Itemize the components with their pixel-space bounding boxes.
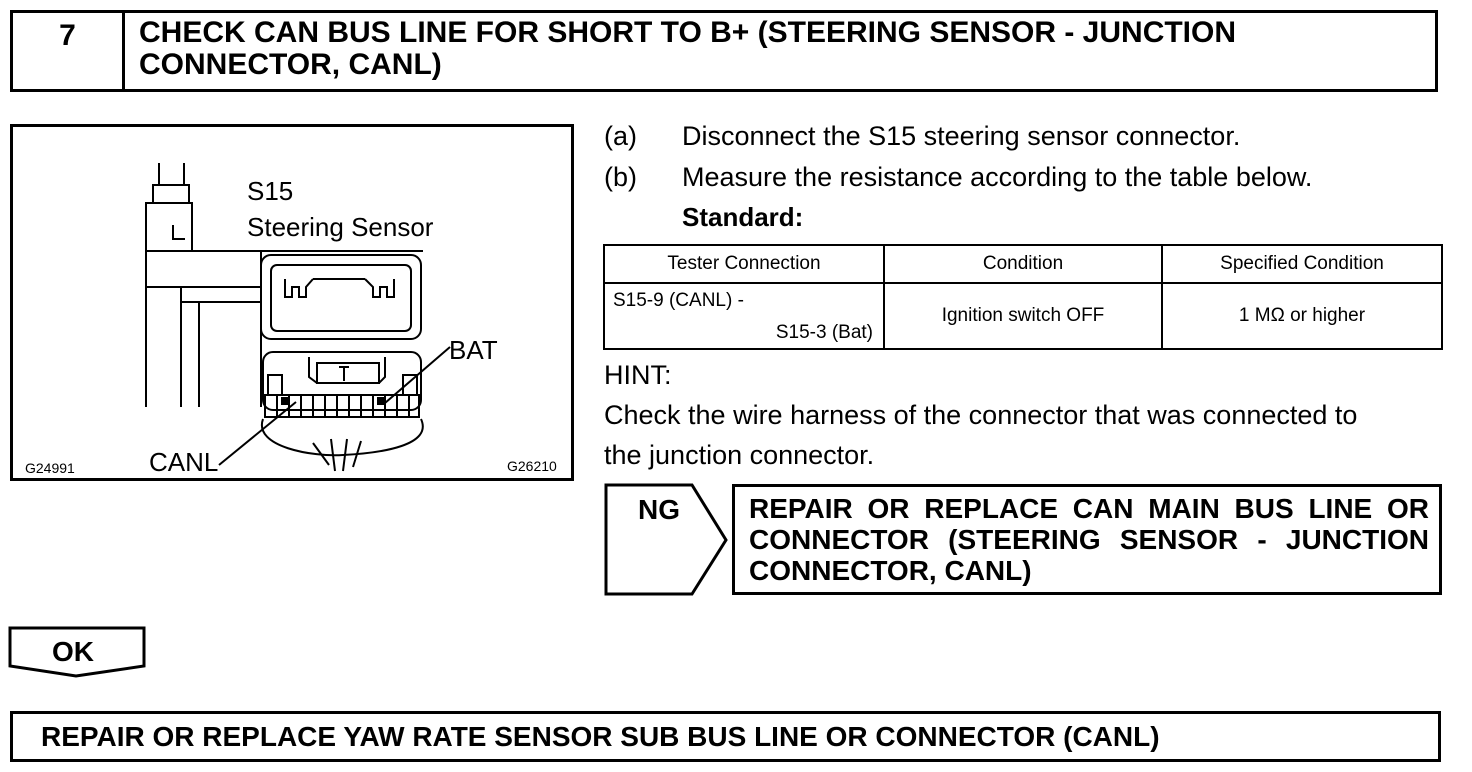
tester-connection-line1: S15-9 (CANL) -: [613, 290, 744, 311]
table-header-cell: Condition: [883, 244, 1163, 284]
step-number: 7: [13, 13, 125, 89]
final-action-text: REPAIR OR REPLACE YAW RATE SENSOR SUB BU…: [41, 721, 1160, 752]
connector-name-label: Steering Sensor: [247, 212, 434, 242]
bat-label: BAT: [449, 335, 498, 365]
resistance-spec-table: Tester Connection Condition Specified Co…: [603, 244, 1443, 350]
hint-label: HINT:: [604, 360, 672, 390]
table-header-row: Tester Connection Condition Specified Co…: [603, 244, 1443, 284]
table-header-cell: Tester Connection: [603, 244, 885, 284]
step-a-letter: (a): [604, 121, 637, 151]
figure-code-right: G26210: [507, 458, 557, 474]
hint-line-1: Check the wire harness of the connector …: [604, 400, 1358, 430]
ng-arrow-shape: [604, 483, 728, 596]
final-action-box: REPAIR OR REPLACE YAW RATE SENSOR SUB BU…: [10, 711, 1441, 762]
step-b-text: Measure the resistance according to the …: [682, 162, 1313, 192]
step-a-text: Disconnect the S15 steering sensor conne…: [682, 121, 1241, 151]
step-a: (a) Disconnect the S15 steering sensor c…: [604, 121, 1444, 153]
specified-condition-cell: 1 MΩ or higher: [1161, 282, 1443, 350]
table-header-cell: Specified Condition: [1161, 244, 1443, 284]
condition-cell: Ignition switch OFF: [883, 282, 1163, 350]
ng-label: NG: [638, 494, 680, 525]
ng-action-text: REPAIR OR REPLACE CAN MAIN BUS LINE OR C…: [749, 493, 1429, 586]
steering-sensor-connector-drawing: [145, 163, 451, 472]
table-row: S15-9 (CANL) - S15-3 (Bat) Ignition swit…: [603, 282, 1443, 350]
ok-label: OK: [52, 636, 94, 667]
ok-arrow-shape: [8, 626, 146, 678]
step-b-letter: (b): [604, 162, 637, 192]
step-b: (b) Measure the resistance according to …: [604, 162, 1444, 194]
connector-id-label: S15: [247, 176, 294, 206]
connector-illustration: S15 Steering Sensor BAT CANL G24991 G262…: [10, 124, 574, 481]
tester-connection-cell: S15-9 (CANL) - S15-3 (Bat): [603, 282, 885, 350]
ng-action-box: REPAIR OR REPLACE CAN MAIN BUS LINE OR C…: [732, 484, 1442, 595]
standard-label: Standard:: [682, 202, 804, 232]
figure-code-left: G24991: [25, 460, 75, 476]
step-title: CHECK CAN BUS LINE FOR SHORT TO B+ (STEE…: [139, 16, 1237, 81]
hint-line-2: the junction connector.: [604, 440, 875, 470]
canl-label: CANL: [149, 447, 219, 477]
tester-connection-line2: S15-3 (Bat): [775, 322, 873, 343]
step-header: 7 CHECK CAN BUS LINE FOR SHORT TO B+ (ST…: [10, 10, 1438, 92]
